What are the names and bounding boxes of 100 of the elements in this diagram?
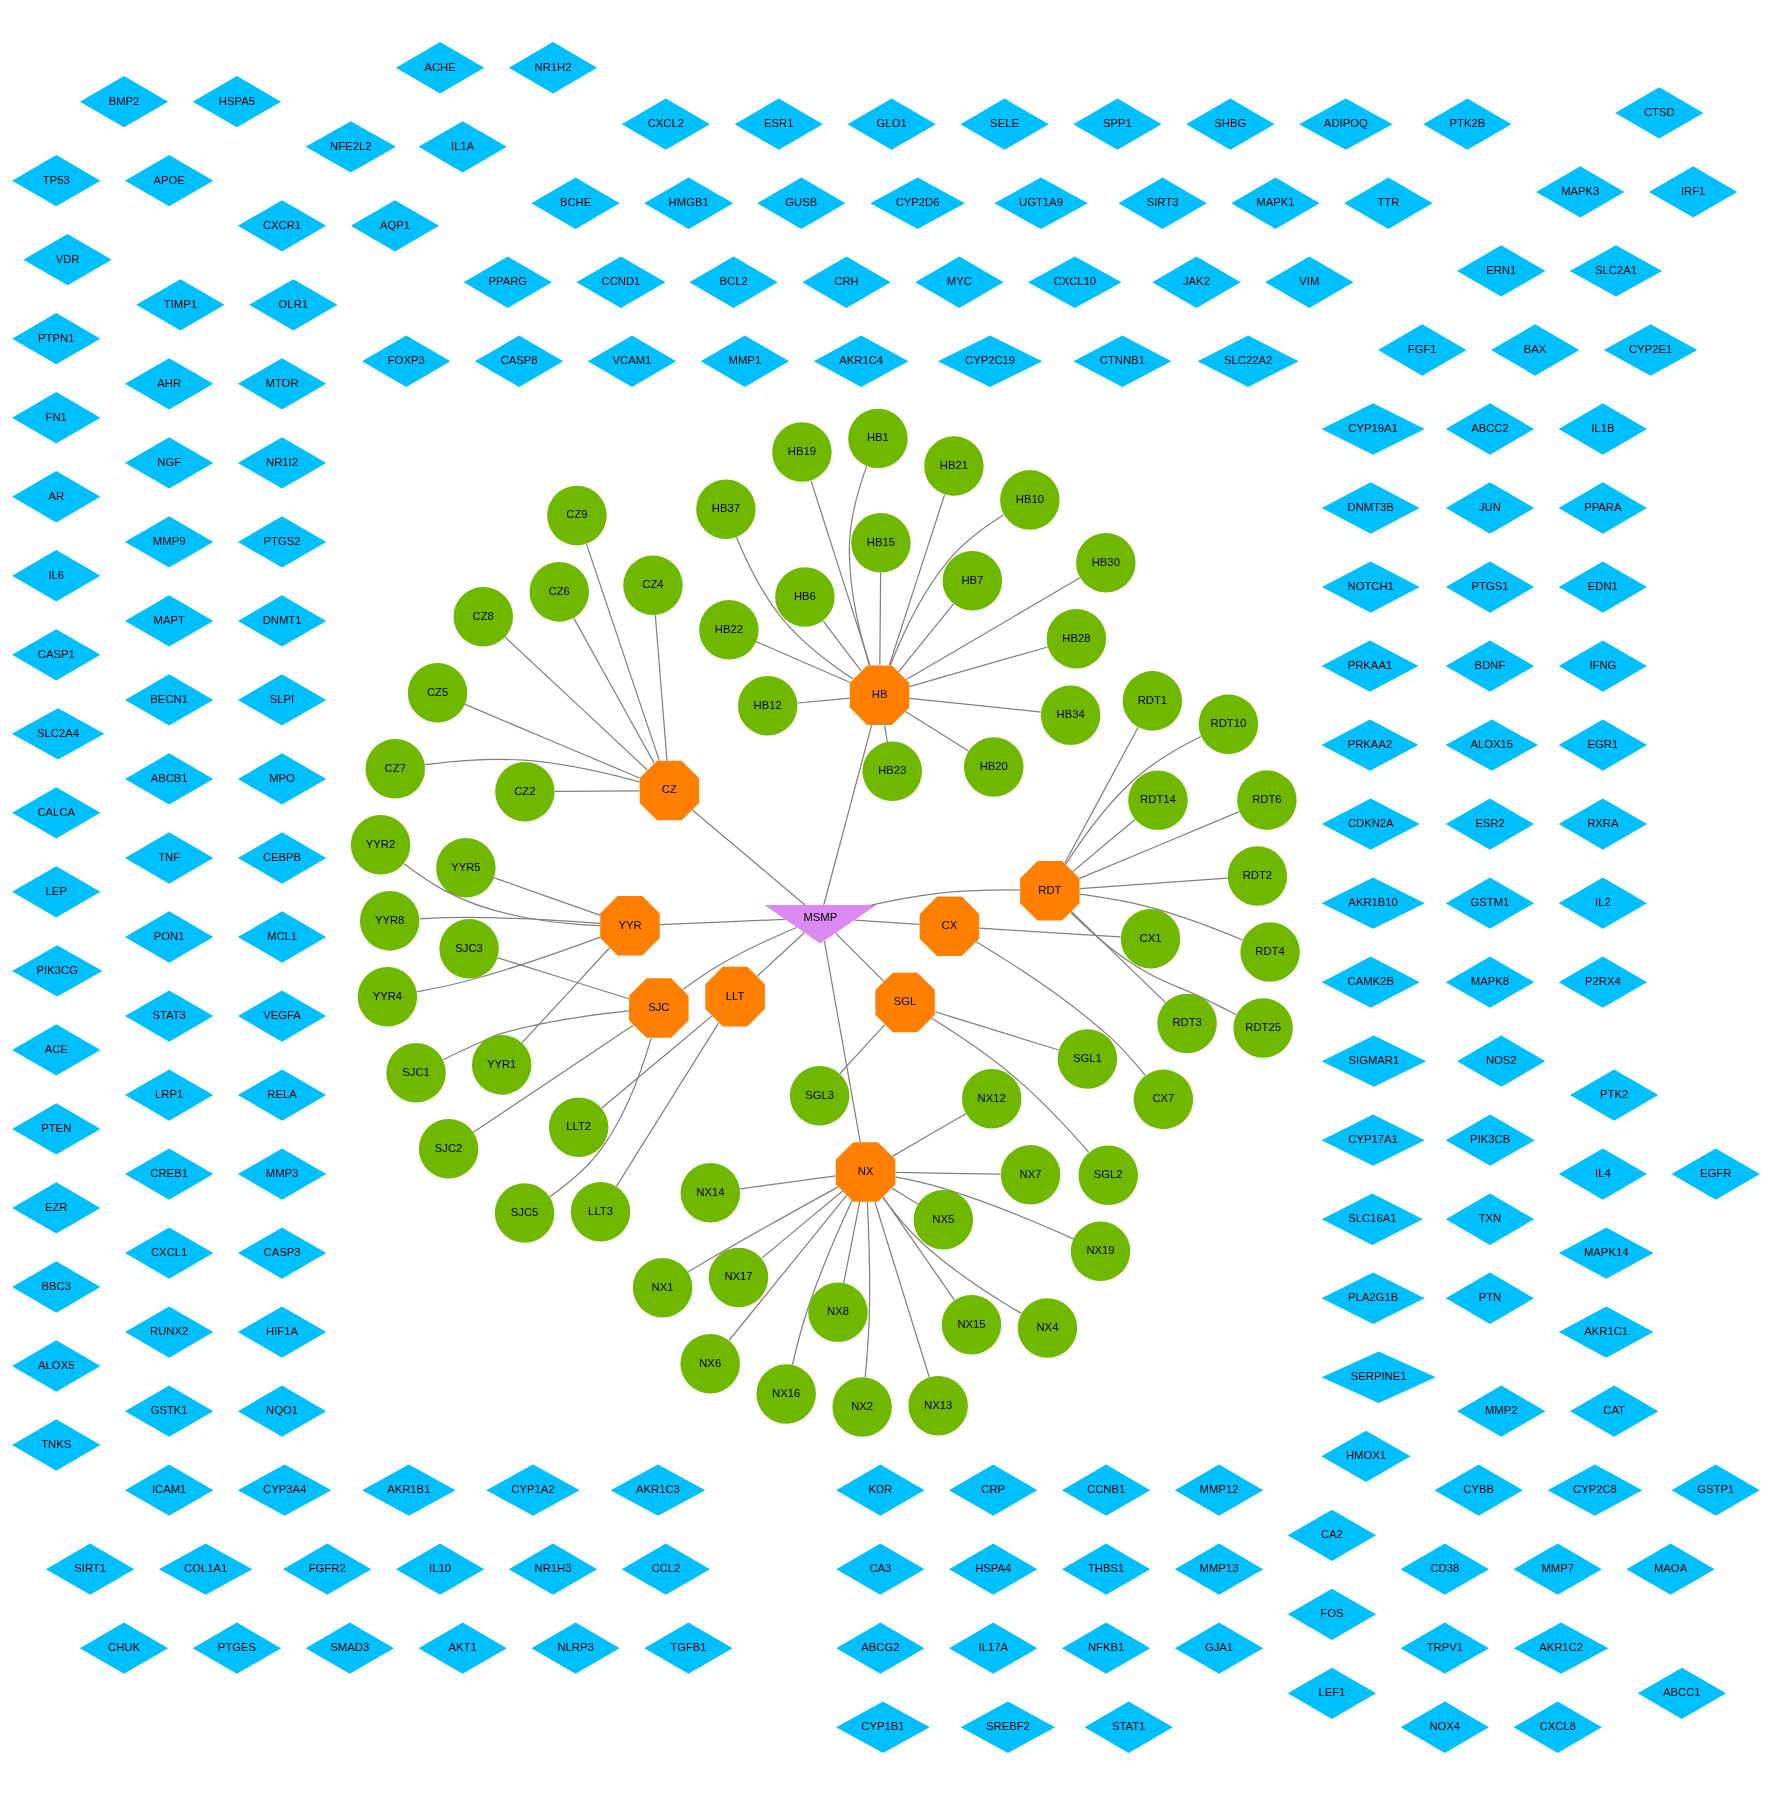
connector <box>687 1186 839 1273</box>
node-diamond: IL10 <box>395 1543 485 1595</box>
node-diamond: GSTK1 <box>125 1385 214 1437</box>
node-circle: HB12 <box>737 676 798 736</box>
node-diamond: BMP2 <box>79 75 169 128</box>
node-diamond: SERPINE1 <box>1321 1351 1436 1403</box>
node-circle: HB20 <box>964 737 1024 797</box>
node-diamond: MMP9 <box>125 516 214 568</box>
node-circle: RDT4 <box>1240 922 1300 982</box>
node-diamond: PTN <box>1445 1272 1535 1324</box>
node-diamond: IL2 <box>1558 877 1647 929</box>
node-circle: NX2 <box>832 1377 892 1437</box>
node-diamond: NLRP3 <box>531 1622 620 1674</box>
node-diamond: CA3 <box>836 1543 925 1595</box>
connector <box>728 1194 848 1341</box>
connector <box>796 697 851 704</box>
connector <box>1065 735 1202 865</box>
node-diamond: EGR1 <box>1558 719 1647 771</box>
connector <box>1079 877 1229 890</box>
node-diamond: LEP <box>12 866 101 918</box>
node-diamond: CXCL2 <box>621 98 710 150</box>
connector <box>615 1021 720 1187</box>
node-diamond: ACHE <box>395 42 485 94</box>
node-diamond: GLO1 <box>847 98 936 150</box>
connector <box>931 1017 1090 1154</box>
node-diamond: PTGS2 <box>237 516 327 568</box>
node-diamond: CYP1A2 <box>486 1464 580 1516</box>
node-diamond: BBC3 <box>12 1261 101 1313</box>
node-circle: SJC5 <box>494 1183 555 1243</box>
connector <box>442 1010 630 1061</box>
connector <box>791 1199 853 1366</box>
node-diamond: PPARG <box>463 256 552 308</box>
connector <box>823 940 861 1143</box>
node-diamond: AR <box>12 471 101 523</box>
connector <box>424 758 641 783</box>
connector <box>659 918 786 926</box>
connector <box>904 710 969 752</box>
node-diamond: AHR <box>125 358 214 410</box>
connector <box>1070 910 1166 1003</box>
node-circle: SJC1 <box>386 1043 446 1103</box>
node-diamond: MAPK8 <box>1445 956 1535 1008</box>
node-diamond: APOE <box>125 155 214 207</box>
node-circle: HB37 <box>696 479 756 539</box>
node-diamond: AKR1B1 <box>362 1464 456 1516</box>
node-diamond: CXCL10 <box>1028 256 1122 308</box>
node-circle: YYR5 <box>436 838 496 898</box>
node-diamond: PTK2B <box>1423 98 1512 150</box>
node-diamond: MMP1 <box>700 335 789 387</box>
node-diamond: PRKAA2 <box>1321 719 1419 771</box>
node-diamond: SLC2A4 <box>11 708 105 760</box>
connector <box>493 877 601 916</box>
node-diamond: IL6 <box>12 550 101 602</box>
node-circle: RDT6 <box>1237 770 1297 830</box>
connector <box>879 572 882 666</box>
node-diamond: CHUK <box>79 1622 169 1674</box>
connector <box>756 932 805 977</box>
connector <box>822 620 862 672</box>
connector <box>1078 811 1240 879</box>
connector <box>894 1171 1002 1175</box>
node-diamond: CASP8 <box>475 335 564 387</box>
node-diamond: VEGFA <box>237 990 327 1042</box>
node-circle: HB30 <box>1076 532 1136 593</box>
node-diamond: FN1 <box>12 392 101 444</box>
node-circle: RDT25 <box>1233 998 1293 1058</box>
node-diamond: VCAM1 <box>587 335 677 387</box>
node-diamond: SELE <box>960 98 1049 150</box>
node-diamond: SIRT3 <box>1118 177 1207 229</box>
node-circle: RDT3 <box>1157 993 1217 1054</box>
node-circle: CX1 <box>1120 909 1181 969</box>
node-circle: NX4 <box>1017 1298 1078 1358</box>
node-circle: SGL3 <box>789 1065 850 1126</box>
node-diamond: HIF1A <box>237 1306 327 1358</box>
node-circle: HB19 <box>772 422 832 482</box>
node-diamond: ABCB1 <box>125 753 214 805</box>
node-circle: NX5 <box>913 1190 974 1250</box>
node-diamond: NR1H3 <box>508 1543 598 1595</box>
node-diamond: ERN1 <box>1457 245 1546 297</box>
node-diamond: ICAM1 <box>125 1464 214 1516</box>
connector <box>464 703 641 779</box>
connector <box>416 936 601 993</box>
node-diamond: CXCL1 <box>125 1227 214 1279</box>
node-diamond: CYP19A1 <box>1321 403 1425 455</box>
node-diamond: TGFB1 <box>644 1622 733 1674</box>
connector <box>888 493 946 666</box>
node-diamond: EDN1 <box>1558 561 1647 613</box>
connector <box>864 1201 871 1378</box>
node-circle: YYR8 <box>359 891 420 951</box>
connector <box>504 636 648 771</box>
connector <box>889 514 1005 667</box>
node-diamond: MPO <box>237 753 327 805</box>
node-diamond: CRH <box>802 256 891 308</box>
connector <box>978 927 1122 938</box>
node-diamond: AKR1C4 <box>813 335 909 387</box>
node-diamond: PTPN1 <box>12 313 101 365</box>
connector <box>853 919 921 925</box>
node-diamond: IL1B <box>1558 403 1647 455</box>
node-diamond: CYP2E1 <box>1603 324 1698 376</box>
node-diamond: SLC22A2 <box>1197 335 1299 387</box>
connector <box>497 957 630 1000</box>
node-diamond: CTNNB1 <box>1073 335 1172 387</box>
